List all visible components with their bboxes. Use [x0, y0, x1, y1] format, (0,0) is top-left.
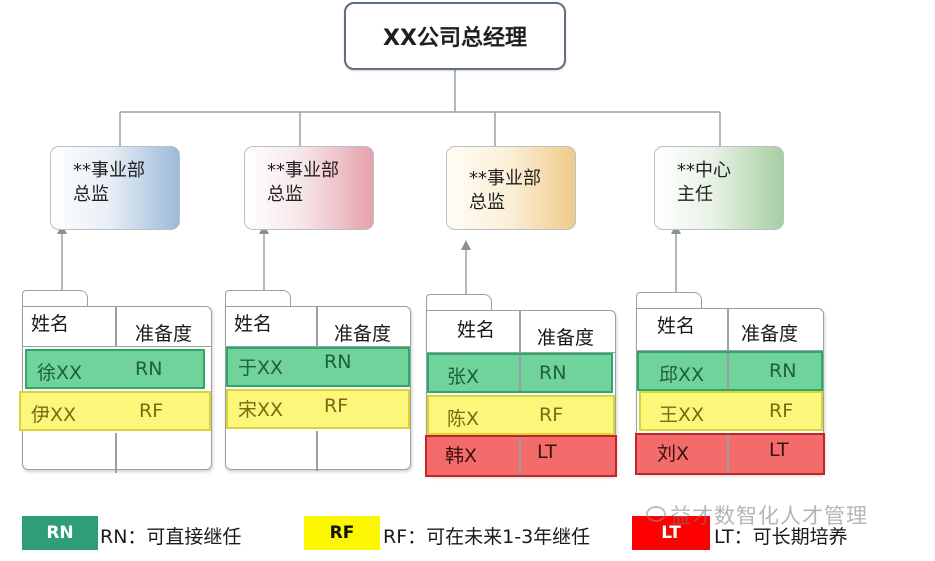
position-line2: 总监 [73, 184, 109, 205]
header-readiness: 准备度 [334, 323, 392, 345]
table-row: 于XX RN [226, 347, 410, 387]
position-line1: **事业部 [267, 160, 339, 181]
table-row [23, 433, 211, 473]
table-row: 韩X LT [425, 435, 617, 477]
header-readiness: 准备度 [741, 323, 799, 345]
legend-code: RN [46, 523, 74, 543]
table-body: 姓名 准备度 徐XX RN 伊XX RF [19, 306, 212, 473]
table-body: 姓名 准备度 邱XX RN 王XX RF 刘X LT [635, 308, 825, 475]
legend-label-rf: RF：可在未来1-3年继任 [383, 526, 591, 548]
candidate-name: 张X [447, 366, 480, 388]
candidate-name: 宋XX [238, 399, 284, 421]
ceo-box: XX公司总经理 [344, 2, 566, 70]
table-row: 徐XX RN [25, 349, 205, 389]
table-row: 刘X LT [635, 433, 825, 475]
readiness-code: RN [769, 360, 797, 382]
table-header: 姓名 准备度 [226, 307, 410, 347]
wechat-icon [646, 506, 666, 522]
candidate-name: 邱XX [659, 364, 705, 386]
legend-label-lt: LT：可长期培养 [714, 526, 848, 548]
table-header: 姓名 准备度 [427, 311, 615, 353]
readiness-code: LT [537, 441, 557, 463]
position-box-division-3: **事业部 总监 [446, 146, 576, 230]
legend-code: RF [329, 523, 355, 543]
legend-code: LT [661, 523, 681, 543]
table-row: 陈X RF [427, 395, 615, 435]
header-readiness: 准备度 [135, 323, 193, 345]
table-row: 王XX RF [639, 391, 823, 431]
table-row: 张X RN [427, 353, 613, 393]
legend: RN RN：可直接继任 RF RF：可在未来1-3年继任 LT LT：可长期培养 [0, 516, 935, 550]
candidate-name: 韩X [445, 445, 478, 467]
readiness-code: RN [135, 358, 163, 380]
candidate-name: 于XX [238, 357, 284, 379]
successor-table-2: 姓名 准备度 于XX RN 宋XX RF [225, 290, 411, 471]
table-body: 姓名 准备度 张X RN 陈X RF 韩X LT [425, 310, 617, 477]
table-header: 姓名 准备度 [23, 307, 211, 347]
watermark-text: 益才数智化人才管理 [670, 504, 868, 528]
position-line2: 总监 [267, 184, 303, 205]
readiness-code: RN [324, 351, 352, 373]
candidate-name: 徐XX [37, 362, 83, 384]
readiness-code: RF [539, 404, 564, 426]
position-box-division-2: **事业部 总监 [244, 146, 374, 230]
position-box-division-1: **事业部 总监 [50, 146, 180, 230]
header-name: 姓名 [657, 315, 696, 337]
header-name: 姓名 [31, 313, 70, 335]
legend-swatch-rf: RF [304, 516, 380, 550]
successor-table-3: 姓名 准备度 张X RN 陈X RF 韩X LT [425, 294, 617, 477]
table-row: 伊XX RF [19, 391, 211, 431]
readiness-code: RN [539, 362, 567, 384]
header-name: 姓名 [234, 313, 273, 335]
table-row: 宋XX RF [226, 389, 410, 429]
successor-table-4: 姓名 准备度 邱XX RN 王XX RF 刘X LT [635, 292, 825, 475]
position-line1: **事业部 [73, 160, 145, 181]
candidate-name: 刘X [657, 443, 690, 465]
readiness-code: RF [139, 400, 164, 422]
legend-label-rn: RN：可直接继任 [100, 526, 242, 548]
position-line1: **事业部 [469, 168, 541, 189]
header-name: 姓名 [457, 319, 496, 341]
readiness-code: LT [769, 439, 789, 461]
successor-table-1: 姓名 准备度 徐XX RN 伊XX RF [19, 290, 212, 473]
readiness-code: RF [769, 400, 794, 422]
header-readiness: 准备度 [537, 327, 595, 349]
position-line1: **中心 [677, 160, 731, 181]
legend-swatch-lt: LT [632, 516, 710, 550]
candidate-name: 王XX [659, 404, 705, 426]
table-row: 邱XX RN [637, 351, 823, 391]
table-row [226, 431, 410, 471]
table-header: 姓名 准备度 [637, 309, 823, 351]
candidate-name: 伊XX [31, 404, 77, 426]
legend-swatch-rn: RN [22, 516, 98, 550]
ceo-title: XX公司总经理 [383, 26, 527, 51]
position-line2: 总监 [469, 192, 505, 213]
candidate-name: 陈X [447, 408, 480, 430]
table-body: 姓名 准备度 于XX RN 宋XX RF [225, 306, 411, 471]
position-line2: 主任 [677, 184, 713, 205]
position-box-center: **中心 主任 [654, 146, 784, 230]
readiness-code: RF [324, 395, 349, 417]
